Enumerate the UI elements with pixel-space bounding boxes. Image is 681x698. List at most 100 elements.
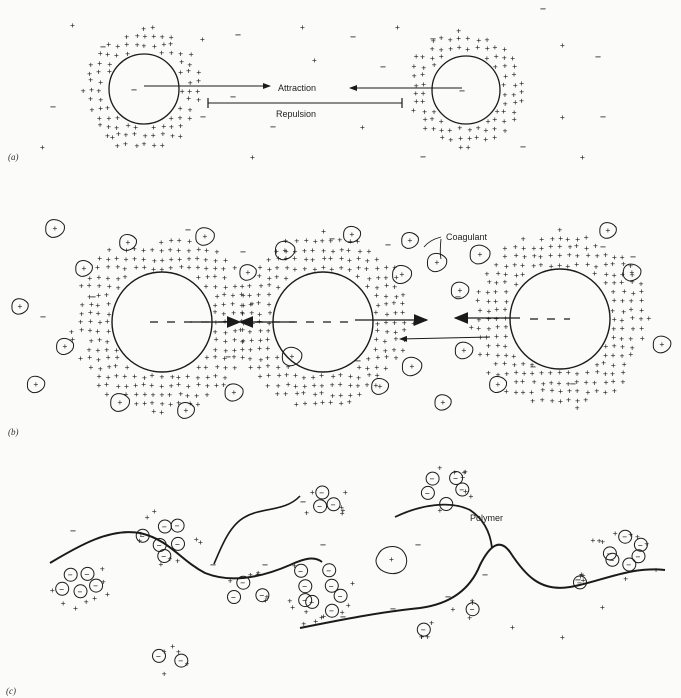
- positive-ion: +: [367, 247, 372, 256]
- positive-ion: +: [321, 227, 326, 236]
- positive-ion: +: [402, 326, 407, 335]
- positive-ion: +: [266, 362, 271, 371]
- positive-ion: +: [502, 359, 507, 368]
- positive-ion: +: [514, 378, 519, 387]
- positive-ion: +: [503, 342, 508, 351]
- positive-ion: +: [176, 380, 181, 389]
- positive-ion: +: [79, 282, 84, 291]
- particle-charge: −: [298, 567, 303, 576]
- coagulant-charge: +: [462, 346, 467, 355]
- positive-ion: +: [132, 372, 137, 381]
- positive-ion: +: [196, 400, 201, 409]
- positive-ion: +: [274, 273, 279, 282]
- positive-ion: +: [265, 344, 270, 353]
- negative-ion: −: [385, 240, 391, 251]
- positive-ion: +: [621, 368, 626, 377]
- positive-ion: +: [141, 246, 146, 255]
- negative-ion: −: [230, 92, 236, 103]
- positive-ion: +: [249, 336, 254, 345]
- positive-ion: +: [304, 608, 309, 617]
- positive-ion: +: [639, 315, 644, 324]
- positive-ion: +: [98, 318, 103, 327]
- positive-ion: +: [162, 670, 167, 679]
- positive-ion: +: [238, 326, 243, 335]
- positive-ion: +: [179, 263, 184, 272]
- positive-ion: +: [503, 332, 508, 341]
- positive-ion: +: [98, 104, 103, 113]
- positive-ion: +: [456, 34, 461, 43]
- coagulant-charge: +: [34, 380, 39, 389]
- coagulant-charge: +: [435, 258, 440, 267]
- positive-ion: +: [463, 487, 468, 496]
- positive-ion: +: [374, 291, 379, 300]
- positive-ion: +: [457, 43, 462, 52]
- positive-ion: +: [423, 124, 428, 133]
- positive-ion: +: [285, 263, 290, 272]
- coagulant-charge: +: [246, 268, 251, 277]
- coagulant-charge: +: [400, 270, 405, 279]
- particle-charge: −: [231, 593, 236, 602]
- positive-ion: +: [113, 362, 118, 371]
- positive-ion: +: [566, 396, 571, 405]
- positive-ion: +: [143, 32, 148, 41]
- positive-ion: +: [275, 353, 280, 362]
- positive-ion: +: [539, 368, 544, 377]
- positive-ion: +: [152, 507, 157, 516]
- positive-ion: +: [366, 355, 371, 364]
- positive-ion: +: [612, 342, 617, 351]
- positive-ion: +: [530, 397, 535, 406]
- positive-ion: +: [629, 305, 634, 314]
- panel-a: ++++++++++++++++++++++++++++++++++++++++…: [8, 4, 606, 163]
- positive-ion: +: [419, 633, 424, 642]
- negative-ion: −: [329, 234, 335, 245]
- positive-ion: +: [256, 568, 261, 577]
- positive-ion: +: [558, 387, 563, 396]
- particle-charge: −: [68, 571, 73, 580]
- positive-ion: +: [84, 598, 89, 607]
- positive-ion: +: [330, 381, 335, 390]
- positive-ion: +: [338, 380, 343, 389]
- positive-ion: +: [531, 262, 536, 271]
- positive-ion: +: [338, 371, 343, 380]
- positive-ion: +: [303, 399, 308, 408]
- positive-ion: +: [125, 363, 130, 372]
- positive-ion: +: [574, 242, 579, 251]
- positive-ion: +: [258, 263, 263, 272]
- polymer-chain-branch: [214, 496, 300, 564]
- positive-ion: +: [104, 380, 109, 389]
- positive-ion: +: [186, 67, 191, 76]
- positive-ion: +: [619, 278, 624, 287]
- negative-ion: −: [630, 252, 636, 263]
- negative-ion: −: [350, 32, 356, 43]
- positive-ion: +: [142, 399, 147, 408]
- positive-ion: +: [134, 390, 139, 399]
- positive-ion: +: [214, 381, 219, 390]
- positive-ion: +: [601, 359, 606, 368]
- positive-ion: +: [248, 346, 253, 355]
- positive-ion: +: [513, 98, 518, 107]
- positive-ion: +: [89, 337, 94, 346]
- particle-charge: −: [443, 500, 448, 509]
- positive-ion: +: [604, 260, 609, 269]
- positive-ion: +: [429, 619, 434, 628]
- positive-ion: +: [178, 132, 183, 141]
- positive-ion: +: [265, 335, 270, 344]
- positive-ion: +: [233, 282, 238, 291]
- positive-ion: +: [522, 252, 527, 261]
- positive-ion: +: [152, 256, 157, 265]
- particle-charge-left: −: [131, 85, 137, 96]
- positive-ion: +: [504, 323, 509, 332]
- positive-ion: +: [521, 234, 526, 243]
- positive-ion: +: [539, 261, 544, 270]
- coagulant-charge: +: [410, 362, 415, 371]
- positive-ion: +: [139, 530, 144, 539]
- positive-ion: +: [107, 246, 112, 255]
- positive-ion: +: [248, 571, 253, 580]
- positive-ion: +: [420, 70, 425, 79]
- positive-ion: +: [88, 95, 93, 104]
- particle-charge: −: [430, 475, 435, 484]
- positive-ion: +: [196, 263, 201, 272]
- positive-ion: +: [519, 79, 524, 88]
- negative-ion: −: [210, 560, 216, 571]
- positive-ion: +: [178, 390, 183, 399]
